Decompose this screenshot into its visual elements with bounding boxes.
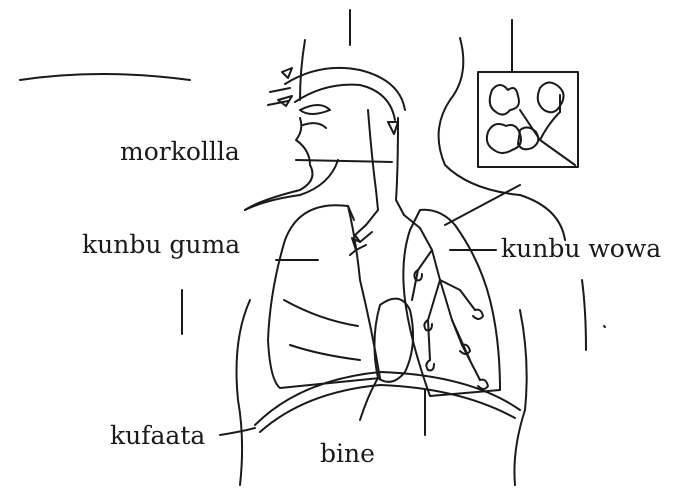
left-lung (268, 205, 380, 388)
label-kufaata: kufaata (110, 423, 205, 448)
label-kunbu-guma: kunbu guma (82, 232, 240, 257)
label-morkollla: morkollla (120, 139, 240, 164)
label-bine: bine (320, 441, 375, 466)
leader-bine (360, 378, 378, 420)
alveoli-inset (478, 20, 578, 167)
stray-dot (604, 326, 605, 327)
air-arrow-down (388, 122, 398, 134)
stray-stroke-top-left (20, 74, 190, 80)
air-arrow-upper (282, 68, 292, 78)
leader-inset (445, 185, 520, 225)
torso-left (237, 300, 251, 485)
leader-kufaata (220, 428, 255, 435)
airway-upper (268, 10, 405, 134)
stray-mark-right (582, 280, 586, 350)
label-kunbu-wowa: kunbu wowa (501, 236, 661, 261)
torso-right (514, 310, 526, 485)
body-outline-right (439, 38, 565, 240)
right-lung (403, 210, 500, 396)
